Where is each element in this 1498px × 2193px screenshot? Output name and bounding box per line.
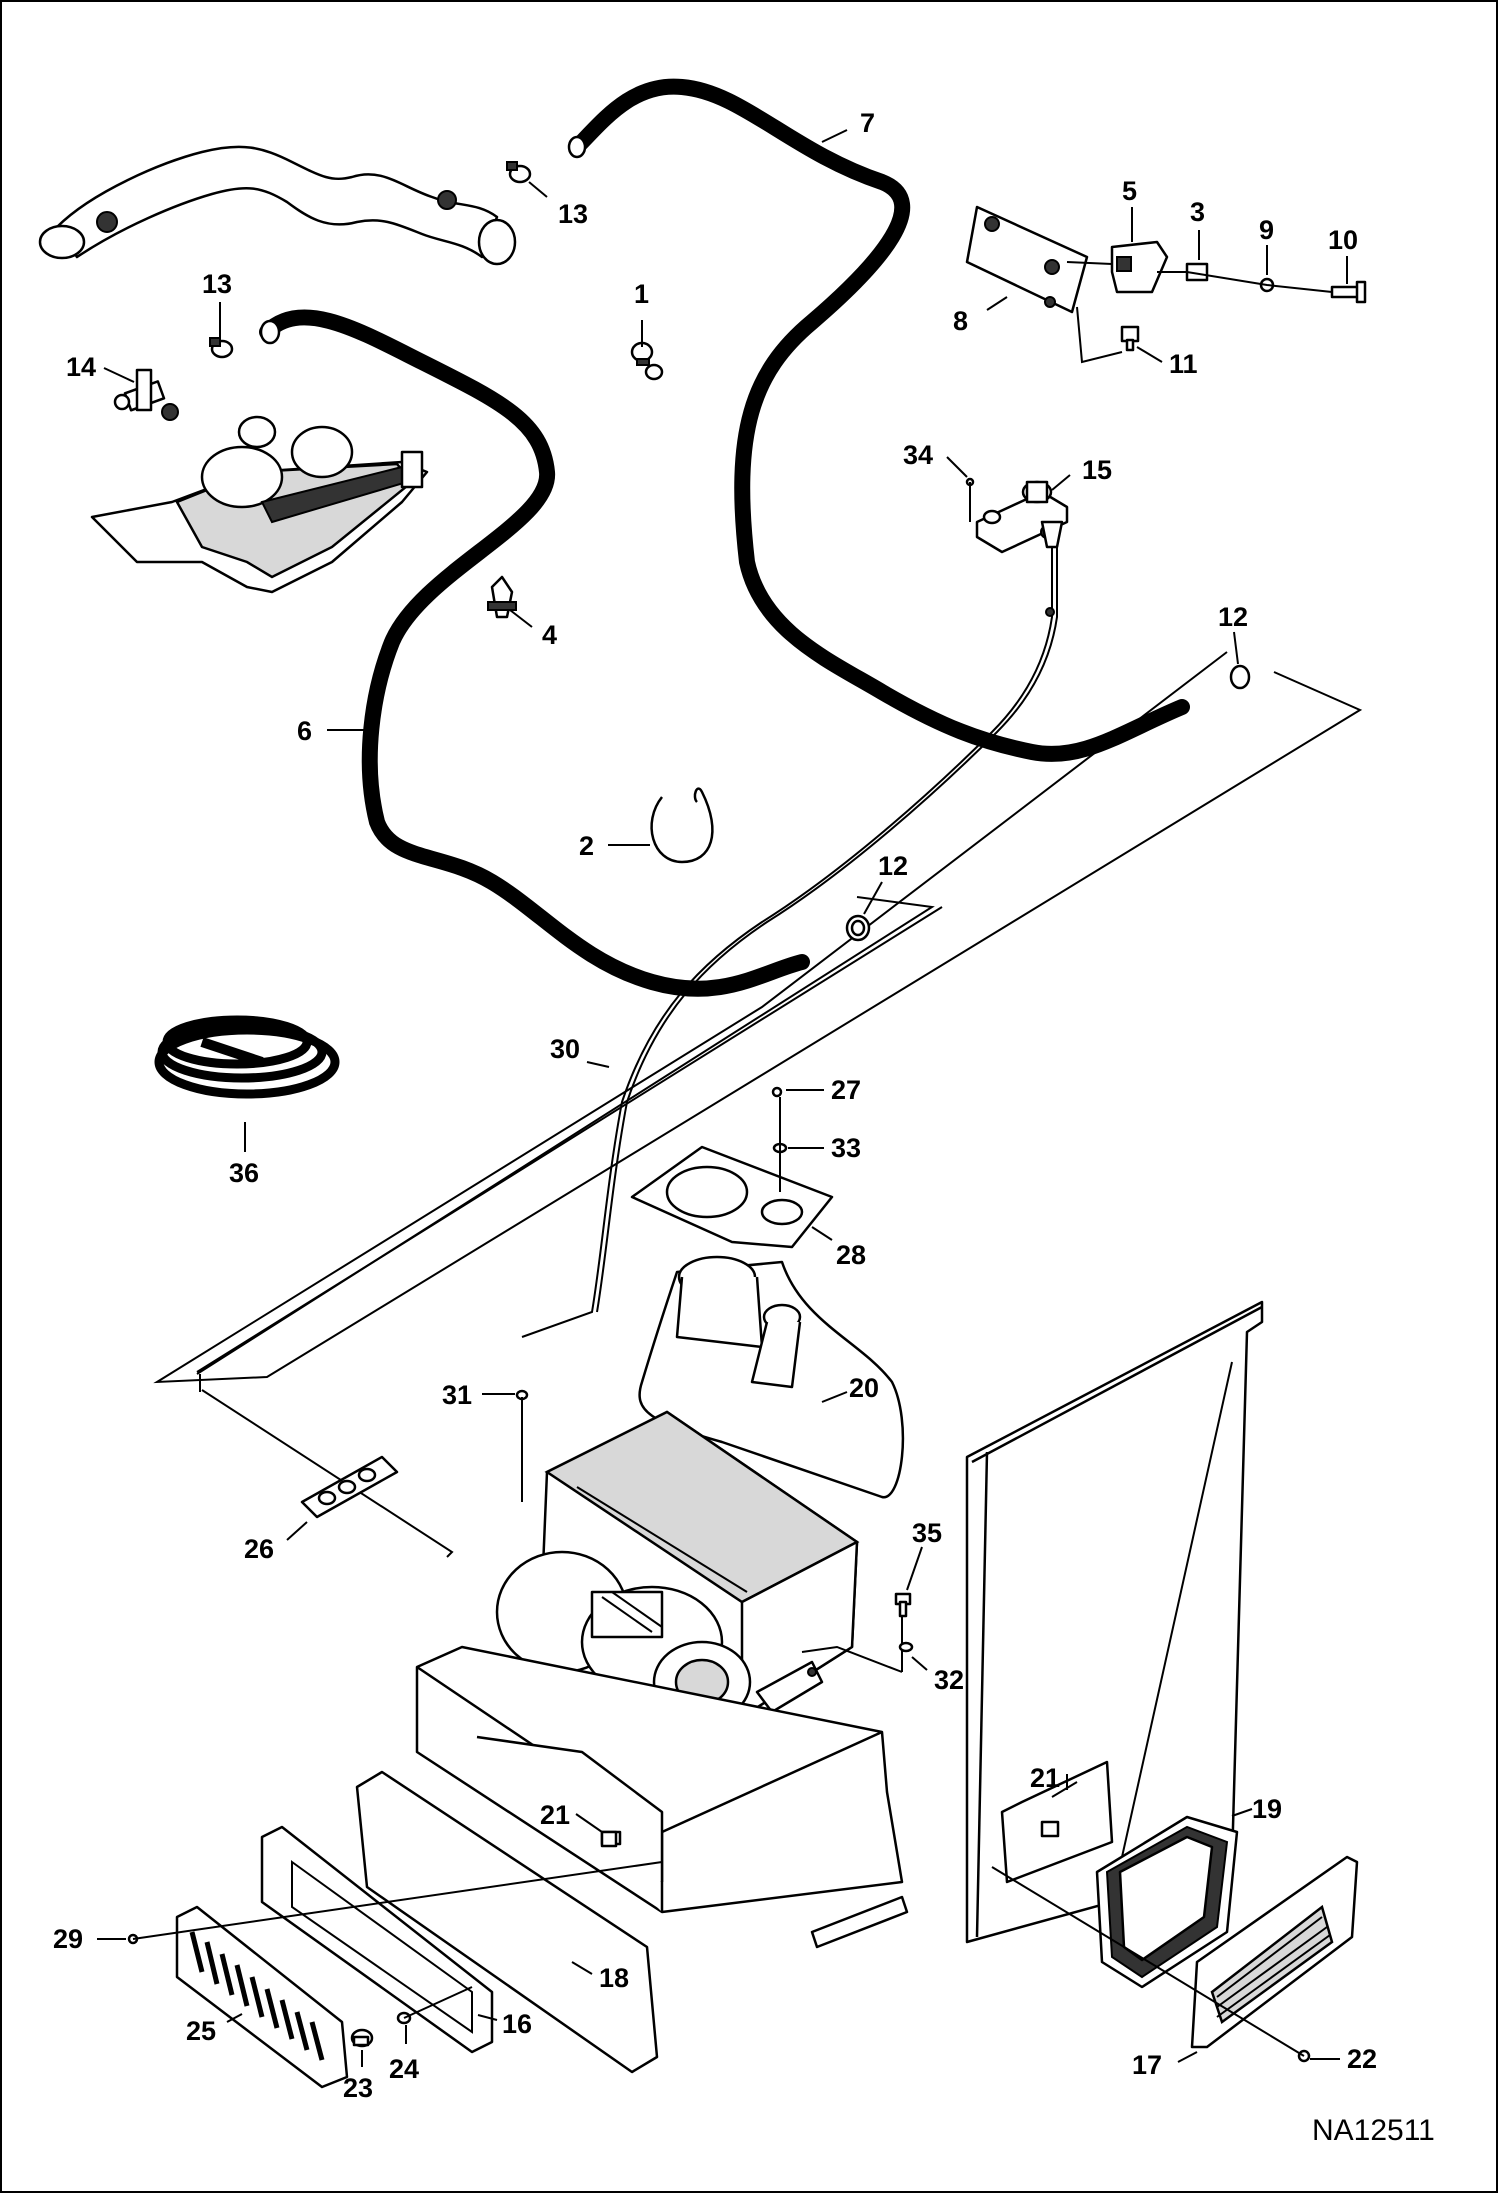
bracket-clip-5	[1110, 240, 1169, 294]
callouts: 1 2 3 4 5 6 7 8 9 10 11 12 12 13 13 14 1	[53, 108, 1377, 2103]
clamp-13-left	[209, 337, 234, 359]
gasket-28	[630, 1145, 834, 1249]
callout-29: 29	[53, 1924, 83, 1954]
panel-18	[355, 1770, 659, 2074]
screw-27	[771, 1086, 783, 1098]
callout-9: 9	[1259, 215, 1274, 245]
callout-15: 15	[1082, 455, 1112, 485]
bracket-8	[965, 205, 1089, 314]
clamp-12-upper	[1229, 664, 1251, 690]
callout-7: 7	[860, 108, 875, 138]
grommet-plate-26	[300, 1455, 399, 1519]
callout-4: 4	[542, 620, 557, 650]
callout-36: 36	[229, 1158, 259, 1188]
grille-25	[175, 1905, 349, 2089]
callout-13-left: 13	[202, 269, 232, 299]
callout-16: 16	[502, 2009, 532, 2039]
callout-12-upper: 12	[1218, 602, 1248, 632]
valve-assembly-15	[975, 480, 1069, 554]
cable-tie-2	[650, 787, 714, 864]
tee-fitting	[113, 368, 179, 421]
callout-10: 10	[1328, 225, 1358, 255]
cab-outline	[153, 651, 1363, 1558]
callout-33: 33	[831, 1133, 861, 1163]
bolt-35	[894, 1592, 912, 1618]
callout-12-lower: 12	[878, 851, 908, 881]
control-cable-30	[521, 547, 1053, 1338]
callout-17: 17	[1132, 2050, 1162, 2080]
hose-6-end	[259, 319, 281, 345]
callout-13-top: 13	[558, 199, 588, 229]
callout-26: 26	[244, 1534, 274, 1564]
diagram-reference-id: NA12511	[1312, 2114, 1435, 2147]
callout-5: 5	[1122, 176, 1137, 206]
callout-6: 6	[297, 716, 312, 746]
callout-3: 3	[1190, 197, 1205, 227]
callout-30: 30	[550, 1034, 580, 1064]
callout-27: 27	[831, 1075, 861, 1105]
callout-19: 19	[1252, 1794, 1282, 1824]
washer-32	[898, 1641, 914, 1653]
side-panel	[965, 1300, 1264, 1944]
callout-21-upper: 21	[1030, 1763, 1060, 1793]
callout-32: 32	[934, 1665, 964, 1695]
filter-19	[1095, 1815, 1239, 1989]
clip-21-lower	[600, 1830, 618, 1848]
coolant-pipe	[38, 145, 517, 266]
heater-hose-7	[569, 78, 1190, 762]
callout-2: 2	[579, 831, 594, 861]
callout-21-lower: 21	[540, 1800, 570, 1830]
hose-coil-36	[154, 1015, 340, 1099]
callout-20: 20	[849, 1373, 879, 1403]
heater-hose-6	[259, 309, 810, 997]
callout-25: 25	[186, 2016, 216, 2046]
hose-7-end	[567, 135, 587, 159]
callout-28: 28	[836, 1240, 866, 1270]
callout-22: 22	[1347, 2044, 1377, 2074]
clamp-4	[487, 575, 517, 619]
callout-34: 34	[903, 440, 933, 470]
callout-14: 14	[66, 352, 96, 382]
callout-24: 24	[389, 2054, 419, 2084]
callout-8: 8	[953, 306, 968, 336]
callout-1: 1	[634, 279, 649, 309]
engine-block	[90, 415, 429, 594]
callout-35: 35	[912, 1518, 942, 1548]
grommet-31	[515, 1389, 529, 1502]
callout-23: 23	[343, 2073, 373, 2103]
clamp-12-lower	[845, 914, 871, 942]
callout-31: 31	[442, 1380, 472, 1410]
knob-23	[350, 2028, 374, 2048]
callout-18: 18	[599, 1963, 629, 1993]
gasket-16	[260, 1825, 494, 2054]
bolt-10	[1330, 280, 1367, 304]
callout-11: 11	[1169, 349, 1198, 379]
clamp-1	[630, 341, 664, 381]
vent-17	[1190, 1855, 1359, 2049]
bolt-11	[1120, 325, 1140, 352]
heater-unit-20	[495, 1255, 905, 1724]
clamp-13-top	[506, 161, 532, 184]
